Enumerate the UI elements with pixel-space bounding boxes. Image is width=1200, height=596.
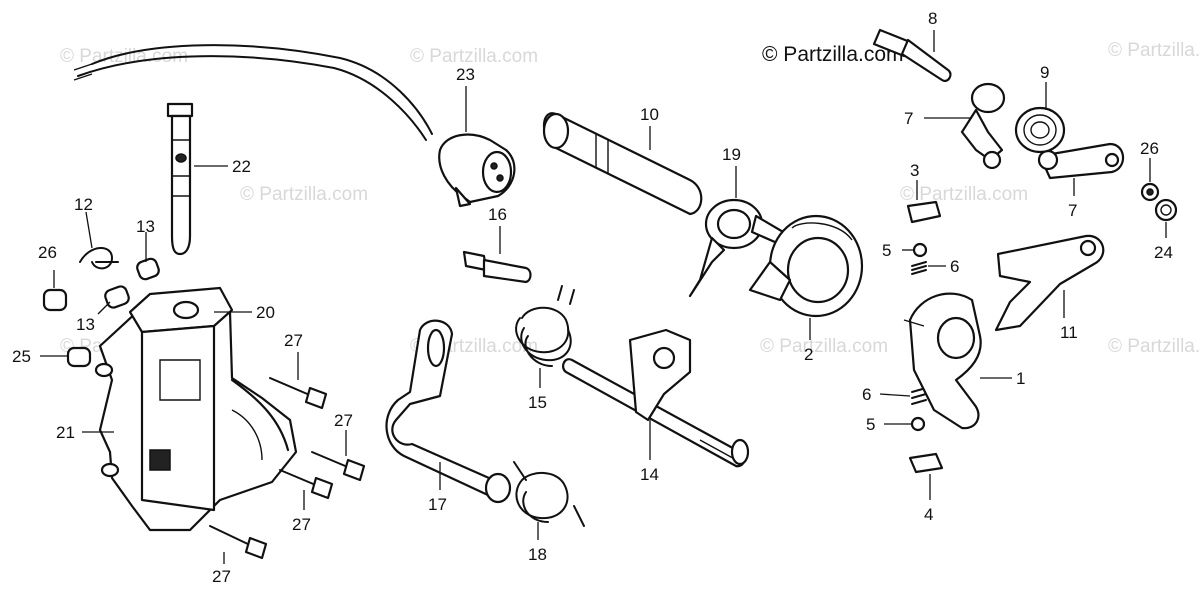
callout-21: 21	[56, 423, 75, 442]
part-6-spring-upper	[911, 261, 927, 275]
callout-8: 8	[928, 9, 937, 28]
watermark: © Partzilla.com	[760, 336, 888, 357]
part-9-spring	[1014, 106, 1066, 154]
part-4-slider-block	[908, 452, 944, 474]
callout-7: 7	[1068, 201, 1077, 220]
callout-22: 22	[232, 157, 251, 176]
part-17-shift-arm	[385, 319, 512, 504]
callout-4: 4	[924, 505, 933, 524]
callout-25: 26	[1140, 139, 1159, 158]
part-13-dowels	[104, 257, 160, 309]
part-5-ball-upper	[912, 242, 928, 258]
part-25-washer	[1140, 182, 1160, 202]
callout-26: 25	[12, 347, 31, 366]
watermark: © Partzilla.com	[410, 46, 538, 67]
watermark: © Partzilla.com	[1108, 336, 1200, 357]
part-2-shift-drum	[748, 214, 864, 318]
callout-14: 14	[640, 465, 659, 484]
part-19-shift-fork-collar	[688, 198, 792, 298]
callout-16: 16	[488, 205, 507, 224]
part-16-bolt	[462, 250, 532, 284]
callout-2: 2	[804, 345, 813, 364]
part-18-spring	[513, 461, 585, 527]
part-26-dowels	[42, 288, 92, 368]
callout-5: 5	[882, 241, 891, 260]
callout-7: 7	[904, 109, 913, 128]
part-20-21-shift-housing	[94, 286, 298, 532]
part-8-pin-bolt	[872, 28, 952, 82]
callout-23: 23	[456, 65, 475, 84]
callout-27: 27	[334, 411, 353, 430]
callout-18: 18	[528, 545, 547, 564]
callout-13: 13	[76, 315, 95, 334]
part-5-ball-lower	[910, 416, 926, 432]
callout-20: 20	[256, 303, 275, 322]
callout-27: 27	[292, 515, 311, 534]
part-7-stopper-arm-upper	[960, 82, 1006, 170]
part-1-shift-plate	[903, 292, 982, 430]
watermark: © Partzilla.com	[900, 184, 1028, 205]
callout-15: 15	[528, 393, 547, 412]
callout-layer: 8 9 7 7 26 24 3 5 6 11 1 6 5 4 2 19 10 2…	[12, 9, 1173, 586]
part-15-spring	[515, 285, 575, 367]
callout-13: 13	[136, 217, 155, 236]
callout-27: 27	[284, 331, 303, 350]
callout-10: 10	[640, 105, 659, 124]
part-10-shaft	[542, 112, 703, 216]
callout-5: 5	[866, 415, 875, 434]
callout-26: 26	[38, 243, 57, 262]
watermark: © Partzilla.com	[60, 46, 188, 67]
part-12-clip	[79, 247, 119, 270]
callout-11: 11	[1060, 323, 1078, 342]
brand-copyright: © Partzilla.com	[762, 43, 904, 66]
part-3-slider-block	[906, 200, 942, 224]
part-23-sensor-with-wire	[73, 44, 516, 208]
part-22-shift-pin	[166, 102, 194, 256]
callout-3: 3	[910, 161, 919, 180]
callout-19: 19	[722, 145, 741, 164]
callout-17: 17	[428, 495, 447, 514]
callout-27: 27	[212, 567, 231, 586]
callout-9: 9	[1040, 63, 1049, 82]
watermark: © Partzilla.com	[1108, 40, 1200, 61]
callout-6: 6	[950, 257, 959, 276]
part-27-bolts	[209, 377, 366, 560]
callout-1: 1	[1016, 369, 1025, 388]
watermark: © Partzilla.com	[240, 184, 368, 205]
part-24-nut	[1154, 198, 1178, 222]
callout-24: 24	[1154, 243, 1173, 262]
callout-6: 6	[862, 385, 871, 404]
callout-12: 12	[74, 195, 93, 214]
part-11-shift-fork	[994, 234, 1105, 332]
part-14-shift-shaft	[562, 328, 750, 468]
